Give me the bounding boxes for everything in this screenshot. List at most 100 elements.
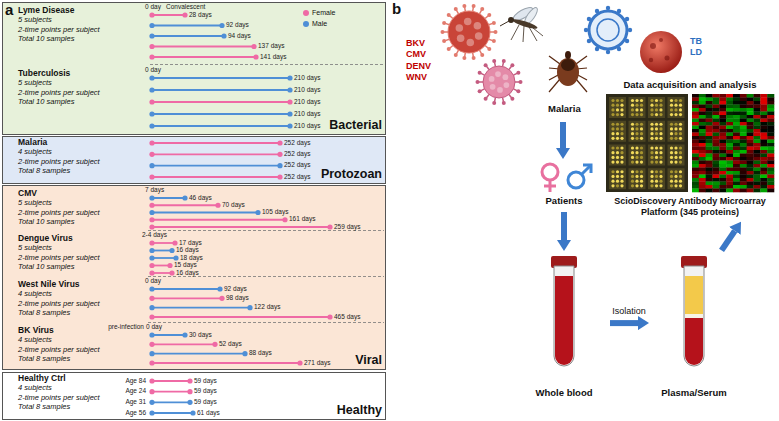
figure-part [699, 171, 706, 175]
figure-part [650, 161, 653, 164]
figure-part [454, 7, 458, 11]
figure-part [679, 175, 682, 178]
figure-part [767, 136, 774, 140]
figure-part [685, 318, 703, 365]
sample-timeline [149, 174, 282, 179]
figure-part [659, 123, 662, 126]
figure-part [713, 101, 720, 105]
figure-part [631, 151, 634, 154]
figure-part [733, 133, 740, 137]
figure-part [733, 154, 740, 158]
figure-part [692, 119, 699, 123]
figure-part [679, 161, 682, 164]
figure-part [767, 119, 774, 123]
figure-part [169, 248, 174, 253]
time-label: 252 days [284, 151, 310, 158]
sample-timeline [149, 87, 292, 92]
figure-part [740, 150, 747, 154]
figure-part [719, 133, 726, 137]
figure-part [442, 39, 446, 43]
legend-label: Male [312, 20, 327, 27]
figure-part [726, 178, 733, 182]
figure-part [733, 147, 740, 151]
figure-part [754, 150, 761, 154]
figure-part [726, 154, 733, 158]
figure-part [747, 157, 754, 161]
sample-timeline [149, 286, 222, 291]
group-separator [148, 322, 384, 323]
figure-part [152, 334, 185, 336]
figure-part [767, 122, 774, 126]
figure-part [706, 108, 713, 112]
figure-part [733, 182, 740, 186]
figure-part [760, 94, 767, 98]
figure-part [670, 123, 673, 126]
figure-part [670, 170, 673, 173]
figure-part [760, 175, 767, 179]
figure-part [740, 112, 747, 116]
group-detail: Total 10 samples [18, 98, 74, 106]
figure-part [149, 44, 154, 49]
group-detail: Total 10 samples [18, 263, 74, 271]
figure-part [510, 97, 514, 101]
figure-part [760, 189, 767, 193]
figure-part [726, 94, 733, 98]
figure-part [152, 113, 290, 115]
figure-part [152, 197, 185, 199]
figure-part [740, 157, 747, 161]
figure-part [713, 171, 720, 175]
figure-part [692, 136, 699, 140]
figure-part [674, 175, 677, 178]
figure-part [152, 25, 222, 27]
figure-part [747, 105, 754, 109]
figure-part [611, 156, 614, 159]
figure-part [631, 108, 634, 111]
figure-part [149, 389, 154, 394]
figure-part [754, 185, 761, 189]
figure-part [699, 147, 706, 151]
group-detail: 5 subjects [18, 16, 52, 24]
figure-part [706, 98, 713, 102]
sample-timeline [149, 360, 302, 365]
figure-part [510, 63, 514, 67]
figure-part [655, 137, 658, 140]
figure-part [692, 140, 699, 144]
figure-part [640, 151, 643, 154]
time-label: 2-4 days [142, 232, 167, 239]
figure-part [719, 147, 726, 151]
group-detail: 2-time points per subject [18, 26, 100, 34]
sample-timeline [149, 163, 282, 168]
figure-part [706, 189, 713, 193]
figure-part [152, 204, 218, 206]
sample-timeline [149, 203, 220, 208]
figure-part [149, 378, 154, 383]
figure-part [152, 297, 222, 299]
figure-part [719, 140, 726, 144]
figure-part [699, 133, 706, 137]
figure-part [692, 157, 699, 161]
figure-part [659, 104, 662, 107]
figure-part [149, 12, 154, 17]
figure-part [149, 152, 154, 157]
figure-part [620, 123, 623, 126]
time-label: 210 days [294, 111, 320, 118]
figure-part [767, 185, 774, 189]
time-label: 0 day [145, 67, 161, 74]
figure-part [152, 101, 290, 103]
figure-part [719, 175, 726, 179]
figure-part [692, 105, 699, 109]
figure-part [568, 172, 584, 188]
figure-part [733, 136, 740, 140]
figure-part [650, 175, 653, 178]
figure-part [674, 113, 677, 116]
figure-part [616, 146, 619, 149]
figure-part [733, 164, 740, 168]
figure-part [754, 94, 761, 98]
figure-part [726, 147, 733, 151]
panel-fill [3, 186, 386, 370]
figure-part [754, 115, 761, 119]
figure-part [508, 17, 514, 23]
figure-part [754, 119, 761, 123]
group-detail: Total 8 samples [18, 167, 70, 175]
figure-part [620, 146, 623, 149]
